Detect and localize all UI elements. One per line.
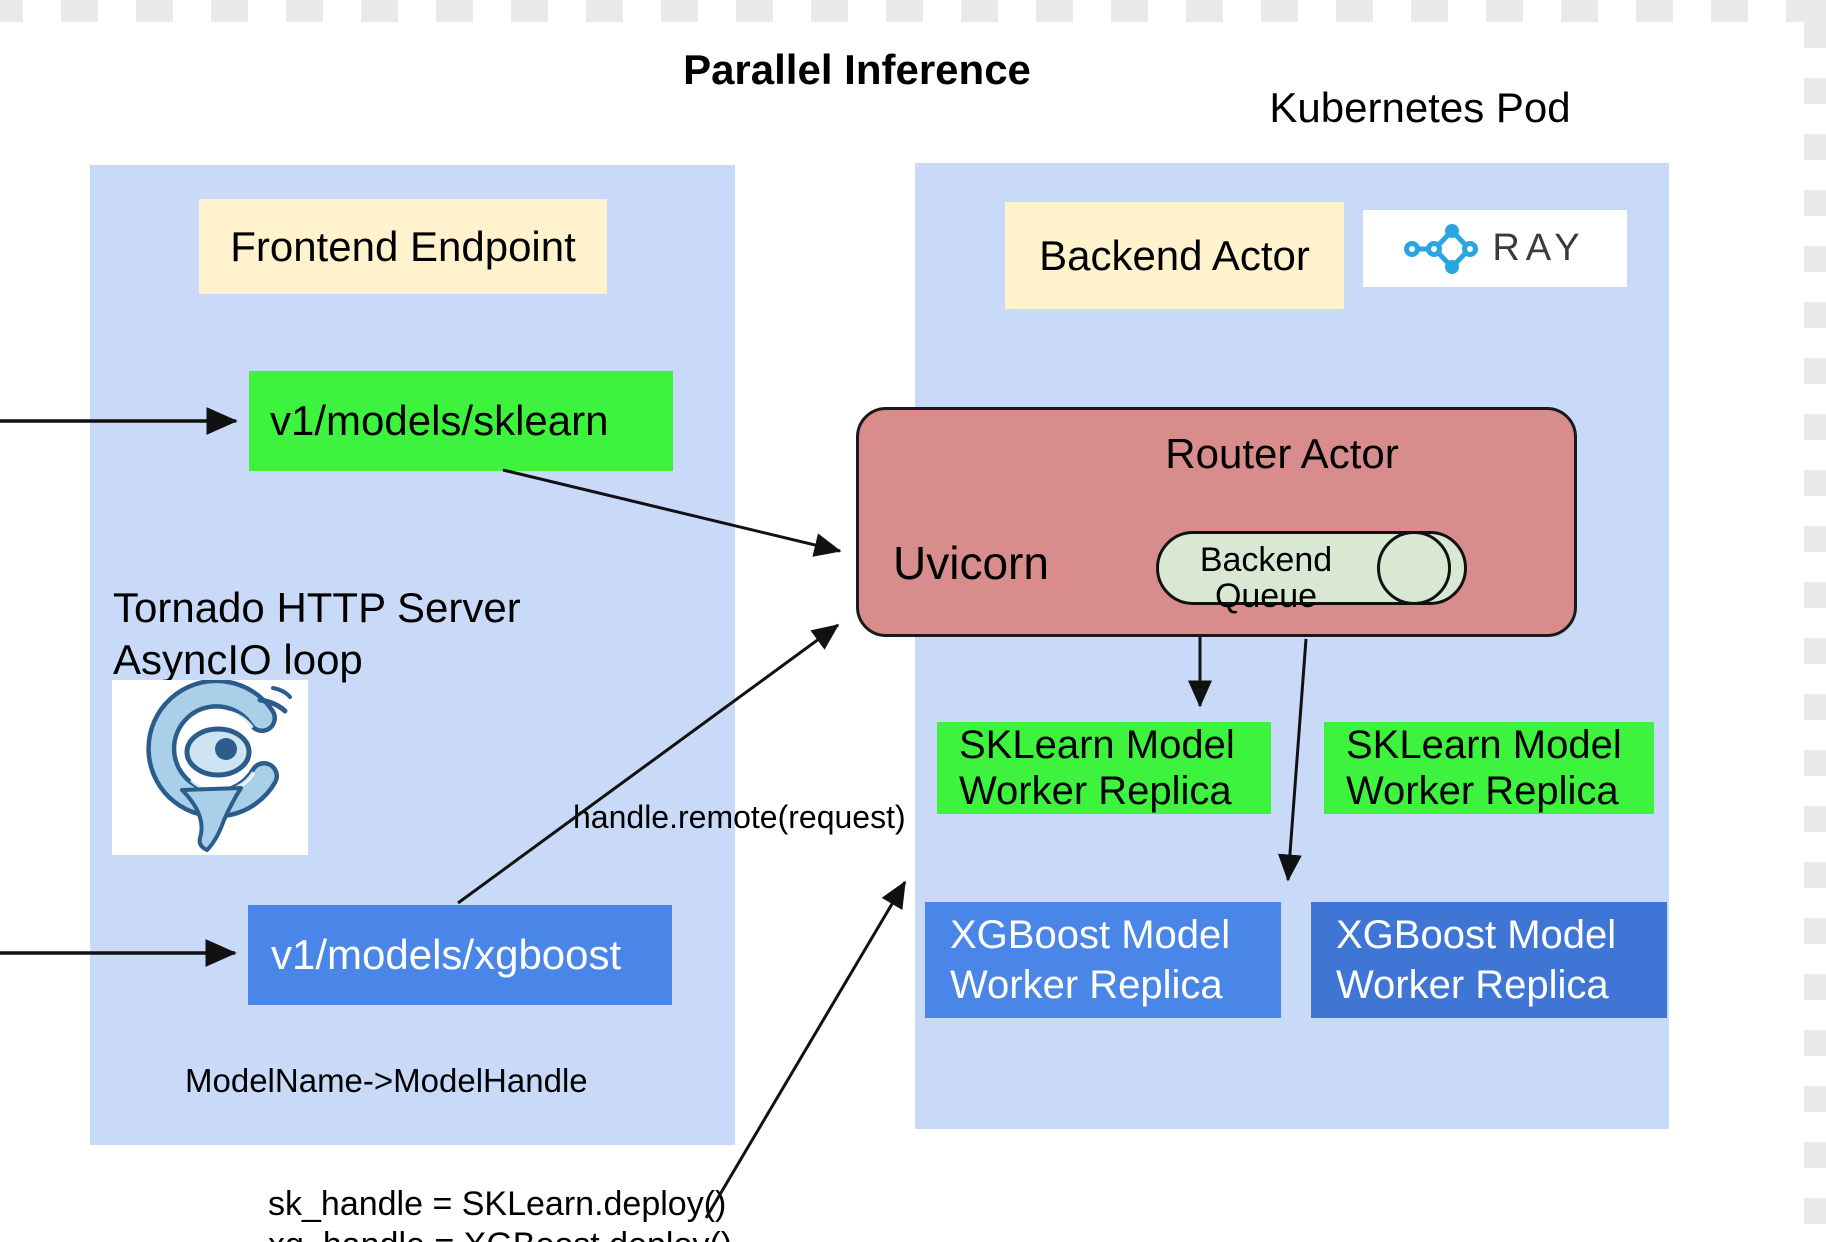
tornado-caption-line1: Tornado HTTP Server xyxy=(113,584,521,631)
tornado-caption: Tornado HTTP Server AsyncIO loop xyxy=(113,582,521,686)
xgboost-route-label: v1/models/xgboost xyxy=(271,931,622,978)
xgboost-route-box: v1/models/xgboost xyxy=(248,905,672,1005)
xgboost-worker-replica-2: XGBoost Model Worker Replica xyxy=(1311,902,1667,1018)
router-actor-label: Router Actor xyxy=(1165,430,1399,477)
ray-logo-text: RAY xyxy=(1492,227,1586,269)
arrow-deploy-to-backend xyxy=(704,880,907,1219)
tornado-icon xyxy=(146,678,292,852)
transparency-checker-top xyxy=(0,0,1826,22)
backend-queue-line2: Queue xyxy=(1214,577,1318,615)
sklearn-worker-line1: SKLearn Model xyxy=(1346,723,1622,767)
backend-queue-head-circle xyxy=(1377,531,1451,605)
xgboost-worker-line1: XGBoost Model xyxy=(950,913,1231,957)
tornado-caption-line2: AsyncIO loop xyxy=(113,636,363,683)
uvicorn-label: Uvicorn xyxy=(893,537,1049,589)
handle-remote-annotation: handle.remote(request) xyxy=(573,799,906,835)
frontend-endpoint-label: Frontend Endpoint xyxy=(230,222,576,270)
ray-icon xyxy=(1404,223,1479,274)
kubernetes-pod-label: Kubernetes Pod xyxy=(1269,84,1571,131)
model-map-note: ModelName->ModelHandle xyxy=(185,1062,588,1099)
sklearn-worker-replica-1: SKLearn Model Worker Replica xyxy=(937,722,1271,814)
sklearn-worker-line2: Worker Replica xyxy=(959,769,1232,813)
backend-actor-label: Backend Actor xyxy=(1039,231,1310,279)
backend-actor-box: Backend Actor xyxy=(1005,202,1344,309)
transparency-checker-right xyxy=(1804,22,1826,1242)
backend-queue-label: Backend Queue xyxy=(1170,542,1362,614)
ray-logo-box: RAY xyxy=(1363,210,1627,287)
deploy-annotation-line1: sk_handle = SKLearn.deploy() xyxy=(268,1185,727,1223)
xgboost-worker-line1: XGBoost Model xyxy=(1336,913,1617,957)
sklearn-worker-replica-2: SKLearn Model Worker Replica xyxy=(1324,722,1654,814)
sklearn-worker-line1: SKLearn Model xyxy=(959,723,1235,767)
deploy-annotation-line2: xg_handle = XGBoost.deploy() xyxy=(268,1225,732,1242)
tornado-logo xyxy=(112,678,308,855)
frontend-endpoint-box: Frontend Endpoint xyxy=(199,199,607,294)
deploy-annotation: sk_handle = SKLearn.deploy() xg_handle =… xyxy=(268,1184,732,1242)
page-title: Parallel Inference xyxy=(683,46,1031,93)
xgboost-worker-replica-1: XGBoost Model Worker Replica xyxy=(925,902,1281,1018)
sklearn-route-box: v1/models/sklearn xyxy=(249,371,673,471)
sklearn-route-label: v1/models/sklearn xyxy=(270,397,609,444)
xgboost-worker-line2: Worker Replica xyxy=(1336,963,1609,1007)
xgboost-worker-line2: Worker Replica xyxy=(950,963,1223,1007)
backend-queue-line1: Backend xyxy=(1199,541,1333,579)
sklearn-worker-line2: Worker Replica xyxy=(1346,769,1619,813)
